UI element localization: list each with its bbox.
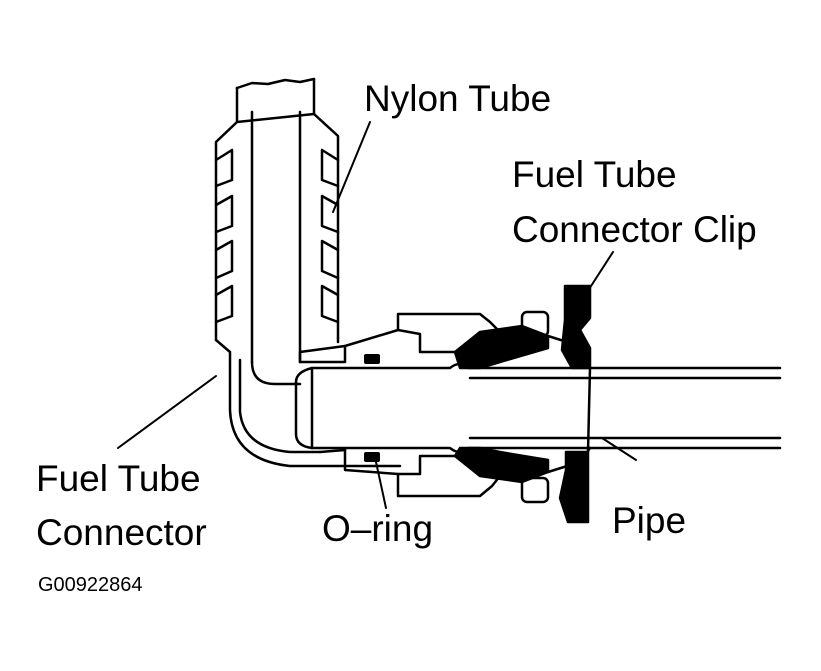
leader-lines: [117, 121, 637, 509]
nylon-tube-label: Nylon Tube: [364, 78, 552, 119]
figure-code: G00922864: [38, 574, 143, 596]
fuel-tube-connector-drawing: [214, 312, 502, 498]
connector-clip-label-line2: Connector Clip: [512, 209, 757, 250]
fuel-tube-connector-label-line1: Fuel Tube: [36, 458, 201, 499]
o-ring-label: O–ring: [322, 508, 434, 549]
connector-clip-label-line1: Fuel Tube: [512, 154, 677, 195]
connector-clip-drawing: [558, 284, 592, 524]
pipe-drawing: [294, 362, 782, 454]
nylon-tube-drawing: [214, 77, 340, 364]
o-ring-drawing: [364, 354, 380, 462]
pipe-label: Pipe: [612, 500, 687, 541]
fuel-tube-connector-label-line2: Connector: [36, 512, 207, 553]
